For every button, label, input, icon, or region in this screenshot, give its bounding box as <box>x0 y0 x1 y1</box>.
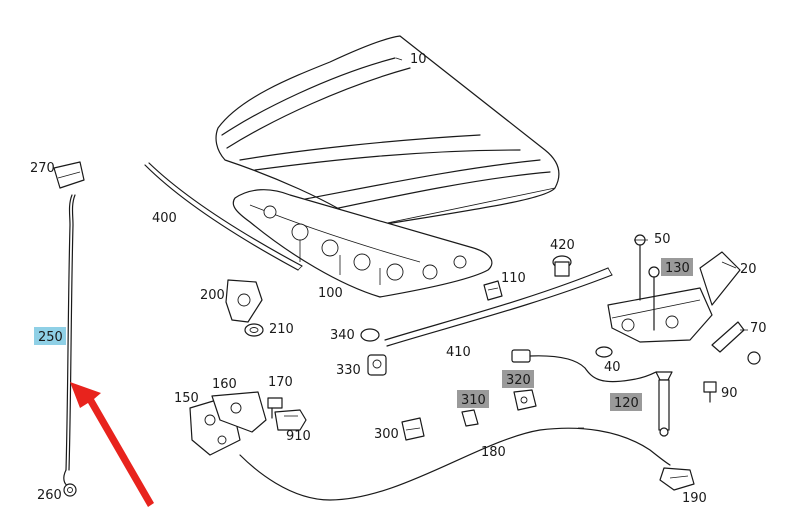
label-910: 910 <box>286 429 311 444</box>
label-190: 190 <box>682 491 707 506</box>
label-170: 170 <box>268 375 293 390</box>
label-150: 150 <box>174 391 199 406</box>
lever-70[interactable] <box>711 321 745 353</box>
leader-lines <box>395 57 748 331</box>
release-handle-190[interactable] <box>659 467 695 491</box>
cap-70[interactable] <box>747 351 761 365</box>
highlight-130 <box>661 258 693 276</box>
bracket-200[interactable] <box>225 279 263 323</box>
bonnet-strip-410[interactable] <box>384 267 613 347</box>
hood-panel[interactable] <box>215 35 560 228</box>
label-200: 200 <box>200 288 225 303</box>
label-20: 20 <box>740 262 757 277</box>
highlight-310 <box>457 390 489 408</box>
label-320: 320 <box>506 373 531 388</box>
clip-310[interactable] <box>461 409 479 427</box>
label-410: 410 <box>446 345 471 360</box>
label-40: 40 <box>604 360 621 375</box>
connector-910[interactable] <box>274 409 307 431</box>
label-330: 330 <box>336 363 361 378</box>
label-100: 100 <box>318 286 343 301</box>
label-340: 340 <box>330 328 355 343</box>
red-pointer-arrow <box>70 382 154 507</box>
label-110: 110 <box>501 271 526 286</box>
label-180: 180 <box>481 445 506 460</box>
gas-strut-120[interactable] <box>655 371 673 437</box>
hood-seal-strip[interactable] <box>144 162 303 271</box>
bolt-170[interactable] <box>267 397 283 419</box>
clip-270[interactable] <box>53 161 85 189</box>
part-420[interactable] <box>552 255 572 277</box>
grommet-210[interactable] <box>244 323 264 337</box>
clip-320[interactable] <box>513 389 537 411</box>
label-270: 270 <box>30 161 55 176</box>
highlight-250 <box>34 327 66 345</box>
clip-110[interactable] <box>483 280 503 301</box>
label-130: 130 <box>665 261 690 276</box>
label-160: 160 <box>212 377 237 392</box>
label-70: 70 <box>750 321 767 336</box>
bolt-50[interactable] <box>634 234 646 301</box>
bracket-300[interactable] <box>401 417 425 441</box>
lock-160[interactable] <box>211 391 267 433</box>
highlight-120 <box>610 393 642 411</box>
label-120: 120 <box>614 396 639 411</box>
grommet-40[interactable] <box>595 346 613 358</box>
clip-260[interactable] <box>63 483 77 497</box>
label-250: 250 <box>38 330 63 345</box>
label-400: 400 <box>152 211 177 226</box>
highlight-320 <box>502 370 534 388</box>
label-210: 210 <box>269 322 294 337</box>
label-420: 420 <box>550 238 575 253</box>
label-260: 260 <box>37 488 62 503</box>
label-50: 50 <box>654 232 671 247</box>
hood-inner-frame[interactable] <box>232 189 493 298</box>
nut-130[interactable] <box>648 266 660 331</box>
bolt-90[interactable] <box>703 381 717 403</box>
sensor-330[interactable] <box>367 354 387 376</box>
cable-180[interactable] <box>239 427 671 501</box>
cable-120[interactable] <box>511 349 657 383</box>
label-310: 310 <box>461 393 486 408</box>
label-10: 10 <box>410 52 427 67</box>
grommet-340[interactable] <box>360 328 380 342</box>
label-300: 300 <box>374 427 399 442</box>
label-90: 90 <box>721 386 738 401</box>
